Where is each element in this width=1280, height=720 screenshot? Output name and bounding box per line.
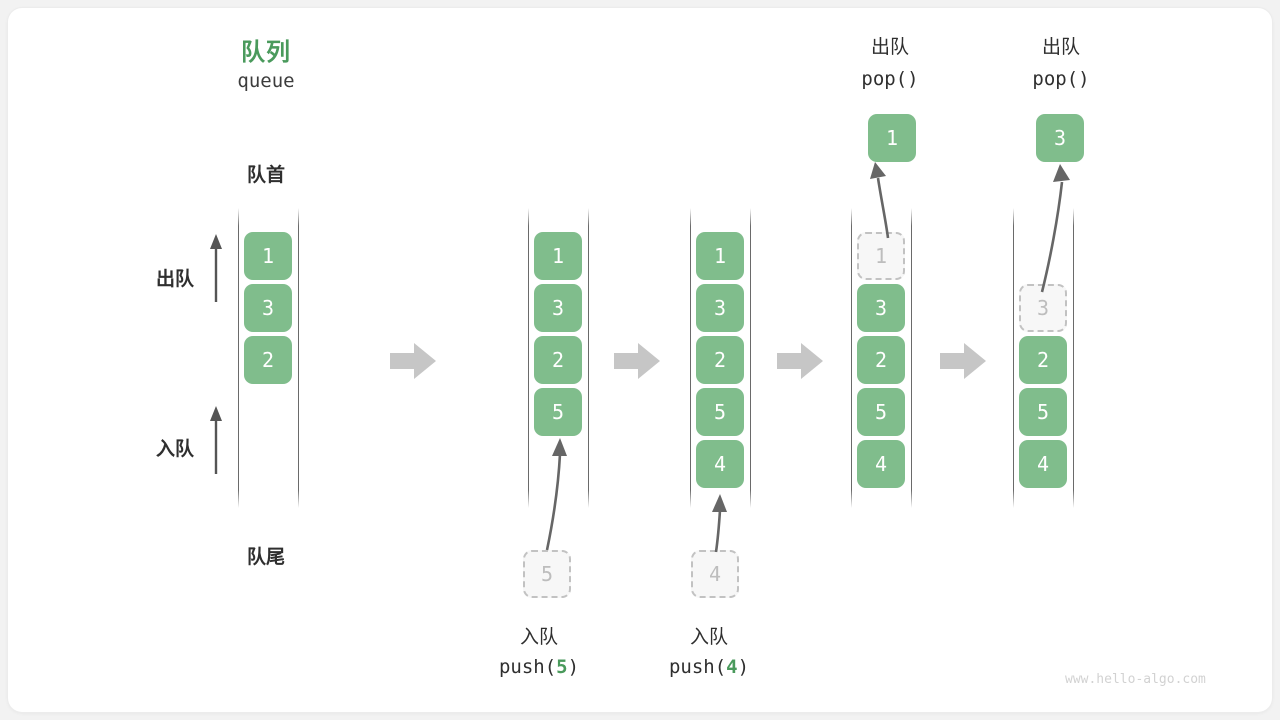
pop-2-label-cn: 出队 — [1041, 37, 1080, 58]
dequeue-direction-label: 出队 — [155, 269, 194, 290]
popped-element-1: 1 — [868, 114, 916, 162]
push-5-code-post: ) — [567, 656, 580, 678]
enqueue-direction-label: 入队 — [155, 439, 194, 460]
queue-cell-2: 2 — [857, 336, 905, 384]
step-arrow-icon-3 — [777, 343, 823, 379]
pop-3-arrow-icon — [1040, 164, 1070, 293]
queue-cell-3: 3 — [696, 284, 744, 332]
queue-cell-2: 2 — [244, 336, 292, 384]
push-5-label-cn: 入队 — [519, 627, 558, 648]
diagram-title-cn: 队列 — [241, 39, 291, 66]
dequeue-direction-arrow-icon — [210, 234, 222, 302]
push-5-code-pre: push( — [498, 656, 557, 678]
enqueue-direction-arrow-icon — [210, 406, 222, 474]
queue-rail-left — [851, 208, 852, 508]
queue-cell-ghost-1: 1 — [857, 232, 905, 280]
push-4-label-cn: 入队 — [689, 627, 728, 648]
push-4-code-pre: push( — [668, 656, 727, 678]
queue-cell-3: 3 — [244, 284, 292, 332]
queue-rail-right — [298, 208, 299, 508]
push-4-arrow-icon — [712, 494, 727, 553]
queue-rail-right — [911, 208, 912, 508]
incoming-element-5: 5 — [523, 550, 571, 598]
push-5-code-num: 5 — [556, 656, 568, 678]
push-4-code-post: ) — [737, 656, 750, 678]
watermark: www.hello-algo.com — [1065, 672, 1206, 687]
queue-cell-1: 1 — [244, 232, 292, 280]
diagram-title-code: queue — [237, 70, 295, 92]
queue-rail-right — [588, 208, 589, 508]
queue-cell-5: 5 — [1019, 388, 1067, 436]
pop-1-arrow-icon — [870, 162, 890, 239]
pop-1-label-code: pop() — [861, 68, 919, 90]
push-4-label-code: push(4) — [649, 656, 769, 678]
queue-cell-2: 2 — [1019, 336, 1067, 384]
queue-rail-left — [238, 208, 239, 508]
pop-2-label-code: pop() — [1032, 68, 1090, 90]
queue-rail-left — [690, 208, 691, 508]
queue-cell-1: 1 — [696, 232, 744, 280]
push-4-code-num: 4 — [726, 656, 738, 678]
push-5-arrow-icon — [545, 438, 567, 551]
queue-rail-right — [1073, 208, 1074, 508]
queue-cell-1: 1 — [534, 232, 582, 280]
popped-element-3: 3 — [1036, 114, 1084, 162]
front-label: 队首 — [246, 165, 285, 186]
queue-cell-4: 4 — [857, 440, 905, 488]
queue-cell-3: 3 — [857, 284, 905, 332]
queue-cell-5: 5 — [534, 388, 582, 436]
queue-rail-left — [528, 208, 529, 508]
step-arrow-icon-4 — [940, 343, 986, 379]
queue-cell-4: 4 — [1019, 440, 1067, 488]
queue-cell-5: 5 — [696, 388, 744, 436]
rear-label: 队尾 — [246, 547, 285, 568]
push-5-label-code: push(5) — [479, 656, 599, 678]
step-arrow-icon-2 — [614, 343, 660, 379]
incoming-element-4: 4 — [691, 550, 739, 598]
queue-cell-4: 4 — [696, 440, 744, 488]
queue-cell-2: 2 — [696, 336, 744, 384]
queue-rail-right — [750, 208, 751, 508]
queue-rail-left — [1013, 208, 1014, 508]
queue-cell-3: 3 — [534, 284, 582, 332]
queue-cell-2: 2 — [534, 336, 582, 384]
step-arrow-icon-1 — [390, 343, 436, 379]
queue-cell-5: 5 — [857, 388, 905, 436]
pop-1-label-cn: 出队 — [870, 37, 909, 58]
